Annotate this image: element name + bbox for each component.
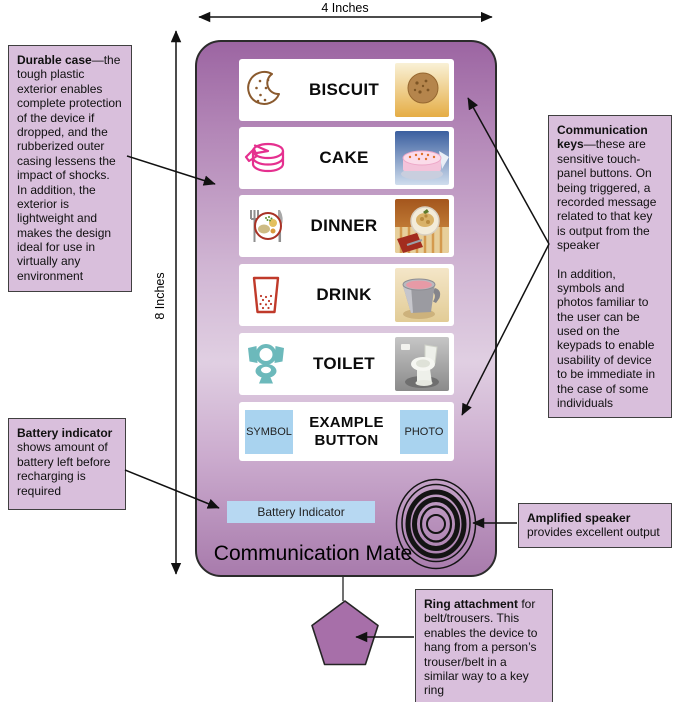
biscuit-symbol xyxy=(239,68,293,112)
height-dimension-label: 8 Inches xyxy=(153,272,167,320)
key-row-dinner: DINNER xyxy=(239,195,454,257)
battery-indicator-bar: Battery Indicator xyxy=(227,501,375,523)
annotation-text: provides excellent output xyxy=(527,525,660,540)
key-row-drink: DRINK xyxy=(239,264,454,326)
annotation-ring-attachment: Ring attachment for belt/trousers. This … xyxy=(415,589,553,702)
annotation-battery-indicator: Battery indicator shows amount of batter… xyxy=(8,418,126,510)
dinner-symbol xyxy=(239,204,293,248)
annotation-communication-keys: Communication keys—these are sensitive t… xyxy=(548,115,672,419)
example-button-label: EXAMPLE BUTTON xyxy=(309,414,384,449)
key-label: CAKE xyxy=(319,148,369,167)
cake-photo xyxy=(395,131,449,185)
key-row-cake: CAKE xyxy=(239,127,454,189)
toilet-photo xyxy=(395,337,449,391)
annotation-text: In addition, symbols and photos familiar… xyxy=(557,266,656,411)
annotation-text: —these are sensitive touch-panel buttons… xyxy=(557,137,657,253)
drink-symbol xyxy=(239,273,293,317)
symbol-placeholder: SYMBOL xyxy=(245,409,293,454)
annotation-bold-lead: Ring attachment xyxy=(424,597,519,611)
key-row-example-button: SYMBOL EXAMPLE BUTTON PHOTO xyxy=(239,402,454,461)
device-name-label: Communication Mate xyxy=(213,542,413,565)
annotation-bold-lead: Amplified speaker xyxy=(527,511,631,525)
cake-symbol xyxy=(239,136,293,180)
key-label: BISCUIT xyxy=(308,80,380,99)
annotation-amplified-speaker: Amplified speaker provides excellent out… xyxy=(518,503,672,548)
annotation-bold-lead: Communication keys xyxy=(557,123,648,152)
dinner-photo xyxy=(395,199,449,253)
annotation-text: —the tough plastic exterior enables comp… xyxy=(17,53,122,283)
device-body: BISCUIT xyxy=(195,40,497,577)
key-label: TOILET xyxy=(313,354,375,373)
key-row-toilet: TOILET xyxy=(239,333,454,395)
biscuit-photo xyxy=(395,63,449,117)
drink-photo xyxy=(395,268,449,322)
key-row-biscuit: BISCUIT xyxy=(239,59,454,121)
annotation-durable-case: Durable case—the tough plastic exterior … xyxy=(8,45,132,292)
toilet-symbol xyxy=(239,342,293,386)
key-label: DINNER xyxy=(310,216,378,235)
key-label: DRINK xyxy=(316,285,372,304)
speaker-grille xyxy=(395,478,477,575)
photo-placeholder: PHOTO xyxy=(400,409,448,454)
annotation-bold-lead: Battery indicator xyxy=(17,426,113,440)
annotation-bold-lead: Durable case xyxy=(17,53,92,67)
ring-attachment-pentagon xyxy=(308,598,382,675)
width-dimension-label: 4 Inches xyxy=(321,1,369,15)
annotation-text: shows amount of battery left before rech… xyxy=(17,440,111,498)
annotation-text: for belt/trousers. This enables the devi… xyxy=(424,597,538,698)
